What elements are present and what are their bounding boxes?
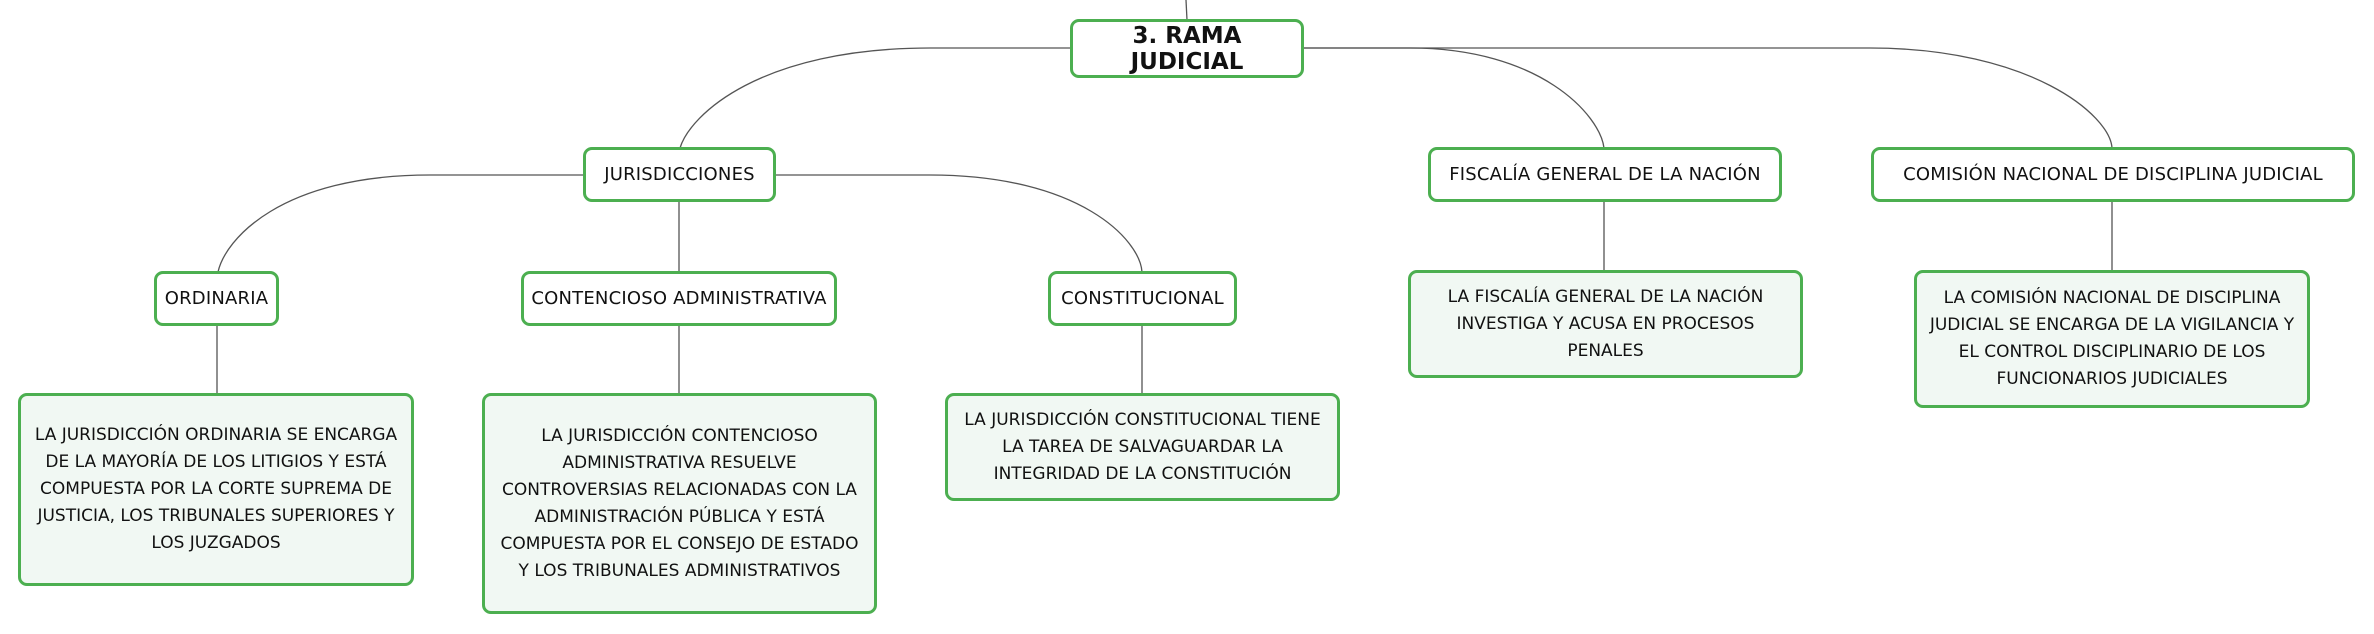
description-comision[interactable]: LA COMISIÓN NACIONAL DE DISCIPLINA JUDIC… [1914,270,2310,408]
description-comision-text: LA COMISIÓN NACIONAL DE DISCIPLINA JUDIC… [1929,288,2295,389]
connector-root-jurisdicciones [679,47,1070,149]
node-ordinaria-label: ORDINARIA [164,288,269,309]
connector-jurisdicciones-constitucional [774,174,1143,273]
connector-jurisdicciones-ordinaria [217,174,585,273]
node-comision-label: COMISIÓN NACIONAL DE DISCIPLINA JUDICIAL [1903,164,2323,185]
node-comision[interactable]: COMISIÓN NACIONAL DE DISCIPLINA JUDICIAL [1871,147,2355,202]
description-ordinaria[interactable]: LA JURISDICCIÓN ORDINARIA SE ENCARGA DE … [18,393,414,586]
connector-root-comision [1302,47,2113,149]
description-contencioso-text: LA JURISDICCIÓN CONTENCIOSO ADMINISTRATI… [500,425,859,581]
connector-parent-root [1185,0,1188,21]
node-jurisdicciones-label: JURISDICCIONES [604,164,755,185]
description-fiscalia-text: LA FISCALÍA GENERAL DE LA NACIÓN INVESTI… [1447,286,1764,361]
connector-root-fiscalia [1302,47,1605,149]
description-ordinaria-text: LA JURISDICCIÓN ORDINARIA SE ENCARGA DE … [34,425,398,553]
node-contencioso-administrativa[interactable]: CONTENCIOSO ADMINISTRATIVA [521,271,837,326]
description-contencioso-administrativa[interactable]: LA JURISDICCIÓN CONTENCIOSO ADMINISTRATI… [482,393,877,614]
node-fiscalia-label: FISCALÍA GENERAL DE LA NACIÓN [1449,164,1761,185]
description-constitucional[interactable]: LA JURISDICCIÓN CONSTITUCIONAL TIENE LA … [945,393,1340,501]
description-constitucional-text: LA JURISDICCIÓN CONSTITUCIONAL TIENE LA … [964,409,1321,484]
description-fiscalia[interactable]: LA FISCALÍA GENERAL DE LA NACIÓN INVESTI… [1408,270,1803,378]
node-constitucional[interactable]: CONSTITUCIONAL [1048,271,1237,326]
node-contencioso-label: CONTENCIOSO ADMINISTRATIVA [531,288,827,309]
root-node-rama-judicial[interactable]: 3. RAMA JUDICIAL [1070,19,1304,78]
node-fiscalia[interactable]: FISCALÍA GENERAL DE LA NACIÓN [1428,147,1782,202]
node-jurisdicciones[interactable]: JURISDICCIONES [583,147,776,202]
node-ordinaria[interactable]: ORDINARIA [154,271,279,326]
root-node-label: 3. RAMA JUDICIAL [1130,22,1244,75]
node-constitucional-label: CONSTITUCIONAL [1061,288,1224,309]
